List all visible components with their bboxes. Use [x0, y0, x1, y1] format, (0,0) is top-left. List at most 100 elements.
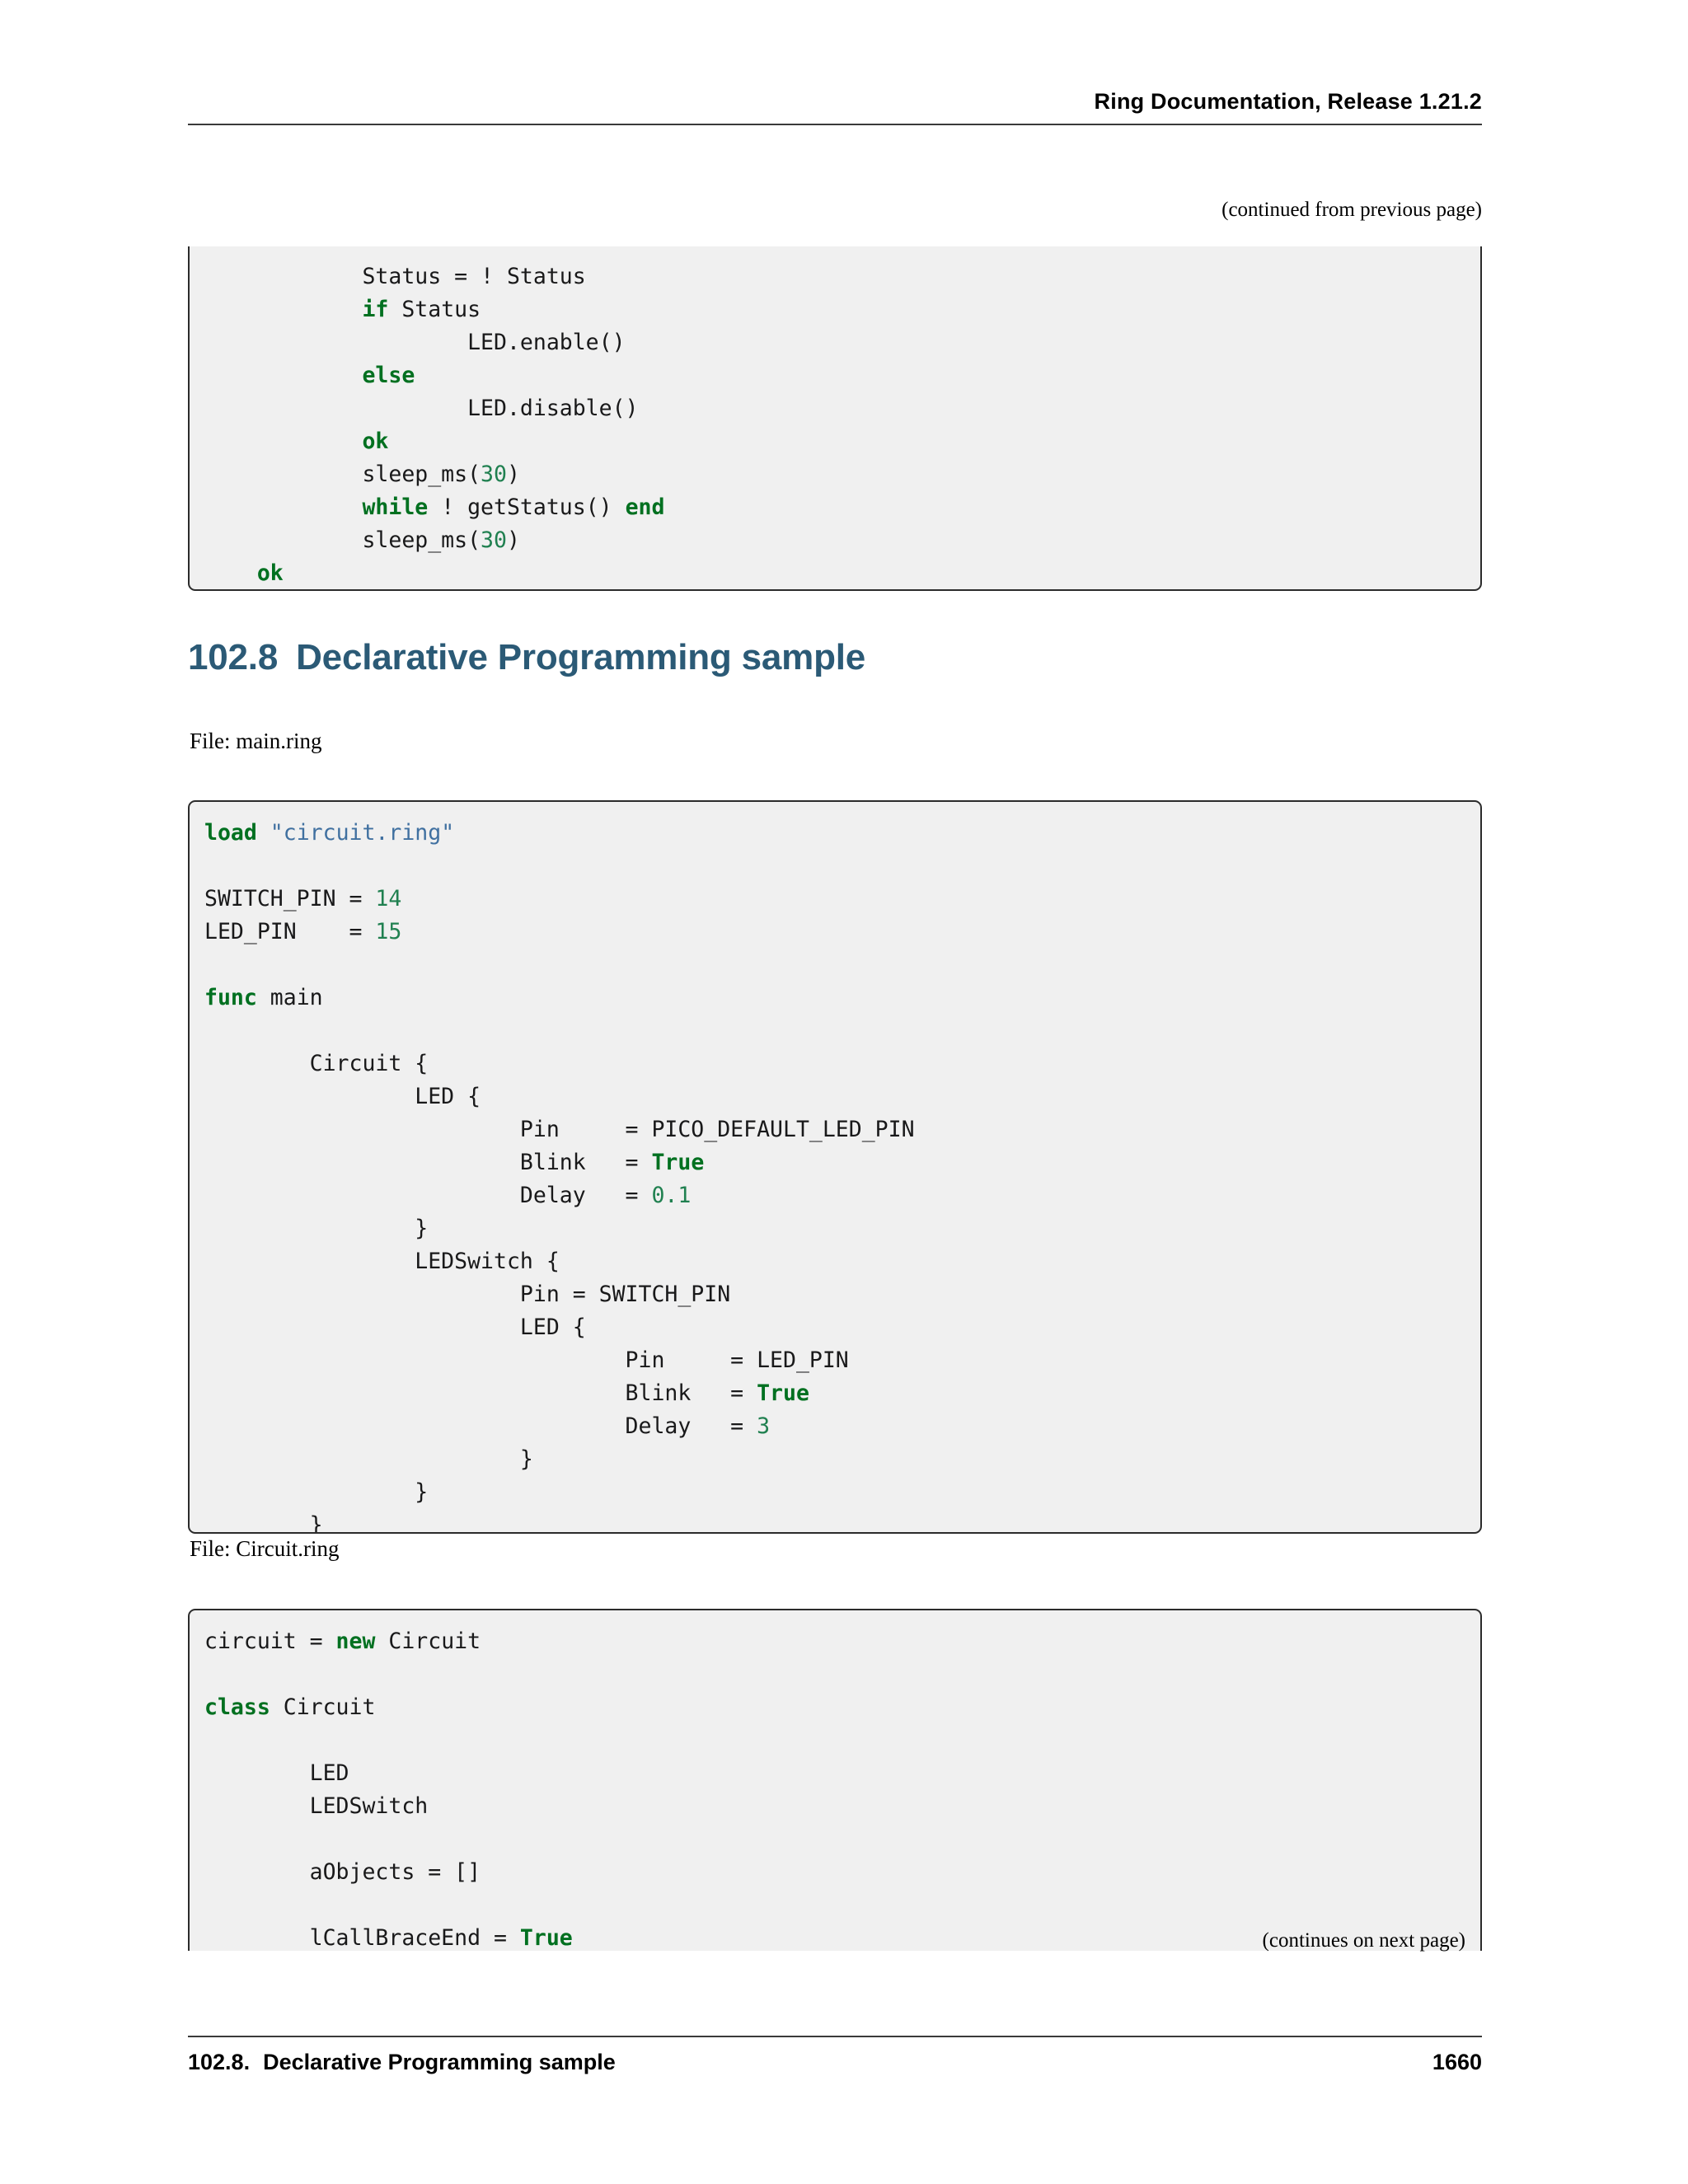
code-token-pun: LED	[204, 1760, 349, 1786]
code-token-pun: LEDSwitch {	[204, 1248, 560, 1274]
code-token-pun: }	[204, 1446, 533, 1472]
code-line: lCallBraceEnd = True	[204, 1922, 1480, 1951]
code-line: Blink = True	[204, 1377, 1480, 1410]
code-blank-line	[204, 1724, 1480, 1757]
code-token-kw: load	[204, 819, 257, 846]
code-token-pun: Blink =	[204, 1380, 757, 1406]
code-token-pun: LEDSwitch	[204, 1793, 429, 1819]
code-token-num: 30	[481, 461, 507, 487]
code-token-pun: Status = ! Status	[204, 263, 586, 289]
code-token-num: 14	[375, 885, 402, 912]
code-line: Delay = 0.1	[204, 1179, 1480, 1212]
code-token-pun	[204, 363, 362, 388]
code-token-pun: LED_PIN =	[204, 918, 376, 944]
footer-page-number: 1660	[1432, 2050, 1482, 2074]
footer-section-number: 102.8.	[188, 2050, 251, 2074]
code-line: if Status	[204, 293, 1480, 326]
code-token-kw: True	[651, 1149, 705, 1175]
header-rule	[188, 124, 1482, 125]
code-line: }	[204, 1476, 1480, 1509]
footer-section-label: 102.8. Declarative Programming sample	[188, 2050, 616, 2075]
continues-on-next-note: (continues on next page)	[1262, 1929, 1465, 1952]
code-blank-line	[204, 1658, 1480, 1691]
code-blank-line	[204, 850, 1480, 883]
code-token-kw: ok	[256, 560, 284, 586]
code-blank-line	[204, 949, 1480, 982]
code-token-pun: Delay =	[204, 1413, 757, 1439]
code-token-pun: Status	[388, 296, 481, 322]
code-token-num: 3	[757, 1413, 771, 1439]
code-token-str: "circuit.ring"	[270, 819, 455, 846]
code-token-kw: True	[757, 1380, 809, 1406]
code-token-pun: Pin = PICO_DEFAULT_LED_PIN	[204, 1116, 915, 1142]
code-token-pun: sleep_ms(	[204, 461, 481, 487]
code-line: LED	[204, 1757, 1480, 1790]
code-block-circuit-ring: circuit = new Circuit class Circuit LED …	[188, 1608, 1482, 1951]
code-token-pun: LED {	[204, 1314, 586, 1340]
code-token-pun	[204, 429, 362, 454]
code-token-num: 0.1	[651, 1182, 692, 1208]
code-line: LED_PIN = 15	[204, 916, 1480, 949]
continued-from-previous-note: (continued from previous page)	[1221, 199, 1482, 221]
section-title: Declarative Programming sample	[296, 637, 866, 677]
code-token-pun: ! getStatus()	[428, 494, 626, 520]
code-line: LED {	[204, 1311, 1480, 1344]
code-line: func main	[204, 982, 1480, 1015]
code-token-pun: circuit =	[204, 1628, 336, 1654]
code-token-pun: Blink =	[204, 1149, 652, 1175]
code-blank-line	[204, 1015, 1480, 1047]
code-token-pun: )	[506, 527, 520, 553]
code-blank-line	[204, 1823, 1480, 1856]
code-line: else	[204, 359, 1480, 392]
code-line: circuit = new Circuit	[204, 1625, 1480, 1658]
code-token-pun	[257, 820, 270, 846]
code-token-pun: SWITCH_PIN =	[204, 885, 376, 912]
footer-section-title: Declarative Programming sample	[263, 2050, 616, 2074]
running-header-title: Ring Documentation, Release 1.21.2	[1094, 89, 1482, 114]
code-token-pun: LED.enable()	[204, 329, 626, 355]
code-token-pun: LED {	[204, 1083, 481, 1109]
code-token-pun: Circuit	[270, 1694, 376, 1720]
code-token-pun: }	[204, 1215, 429, 1241]
code-token-pun: Circuit	[375, 1628, 481, 1654]
code-line: ok	[204, 425, 1480, 458]
file-caption-main: File: main.ring	[190, 729, 322, 753]
code-line: Delay = 3	[204, 1410, 1480, 1443]
code-line: sleep_ms(30)	[204, 458, 1480, 491]
code-token-pun: Delay =	[204, 1182, 652, 1208]
code-token-pun	[204, 297, 362, 322]
file-caption-circuit: File: Circuit.ring	[190, 1536, 340, 1561]
code-token-kw: else	[362, 362, 415, 388]
code-token-pun: )	[506, 461, 520, 487]
code-token-pun: Circuit {	[204, 1050, 429, 1076]
code-line: }	[204, 1509, 1480, 1532]
code-token-kw: class	[204, 1694, 270, 1720]
code-line: Pin = LED_PIN	[204, 1344, 1480, 1377]
code-line: LEDSwitch {	[204, 1245, 1480, 1278]
code-token-pun: }	[204, 1479, 429, 1505]
code-token-pun: Pin = LED_PIN	[204, 1347, 849, 1373]
code-line: LED.disable()	[204, 392, 1480, 425]
code-line: sleep_ms(30)	[204, 524, 1480, 557]
footer-rule	[188, 2036, 1482, 2037]
code-token-kw: while	[362, 494, 429, 520]
code-line: }	[204, 1443, 1480, 1476]
code-token-pun: LED.disable()	[204, 395, 639, 421]
code-line: LED.enable()	[204, 326, 1480, 359]
code-token-kw: end	[625, 494, 665, 520]
code-token-pun	[204, 560, 257, 586]
code-line: Circuit {	[204, 1047, 1480, 1080]
code-token-kw: True	[519, 1924, 573, 1951]
code-token-num: 30	[481, 527, 507, 553]
code-line: LED {	[204, 1080, 1480, 1113]
code-line: LEDSwitch	[204, 1790, 1480, 1823]
code-token-pun: sleep_ms(	[204, 527, 481, 553]
code-token-pun	[204, 494, 362, 520]
code-token-num: 15	[375, 918, 402, 944]
code-blank-line	[204, 1889, 1480, 1922]
code-line: Pin = SWITCH_PIN	[204, 1278, 1480, 1311]
page-footer: 102.8. Declarative Programming sample 166…	[188, 2050, 1482, 2075]
